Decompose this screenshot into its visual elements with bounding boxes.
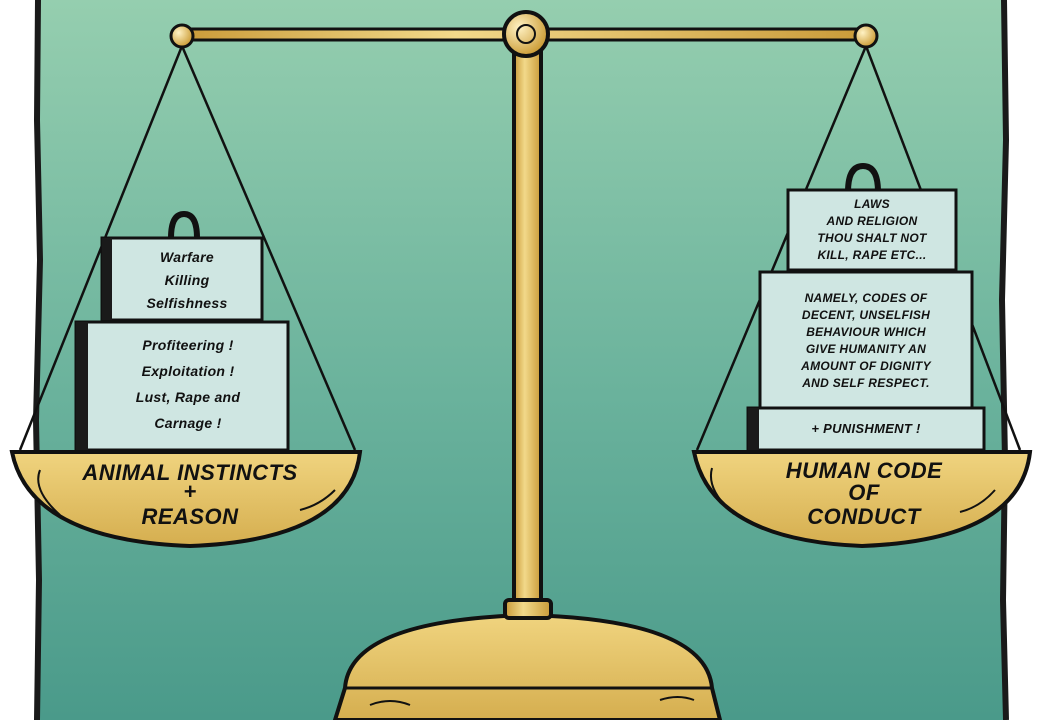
right-pan-label-line-3: CONDUCT [807,504,922,529]
left-weight-bottom: Profiteering ! Exploitation ! Lust, Rape… [76,322,288,450]
beam-knob-right [855,25,877,47]
beam-knob-left [171,25,193,47]
right-middle-weight-line-5: AMOUNT OF DIGNITY [800,359,931,373]
right-pan-label-line-2: OF [848,480,880,505]
beam-pivot-knob [504,12,548,56]
left-top-weight-line-2: Killing [165,272,210,288]
panel-border-right [1002,0,1006,720]
left-top-weight-line-3: Selfishness [146,295,227,311]
left-pan-label-line-3: REASON [141,504,239,529]
panel-border-left [36,0,40,720]
right-top-weight-line-1: LAWS [854,197,890,211]
right-top-weight-line-3: THOU SHALT NOT [817,231,928,245]
right-middle-weight-line-1: NAMELY, CODES OF [805,291,928,305]
right-top-weight-line-2: AND RELIGION [826,214,918,228]
right-middle-weight-line-4: GIVE HUMANITY AN [806,342,926,356]
right-middle-weight-line-3: BEHAVIOUR WHICH [806,325,926,339]
left-pan-label-line-2: + [183,479,196,504]
right-middle-weight-line-6: AND SELF RESPECT. [801,376,930,390]
right-weight-bottom: + PUNISHMENT ! [748,408,984,450]
left-top-weight-line-1: Warfare [160,249,214,265]
right-bottom-weight-line-1: + PUNISHMENT ! [811,421,921,436]
left-bottom-weight-line-1: Profiteering ! [142,337,233,353]
left-bottom-weight-line-2: Exploitation ! [142,363,235,379]
right-middle-weight-line-2: DECENT, UNSELFISH [802,308,930,322]
left-bottom-weight-line-4: Carnage ! [154,415,221,431]
right-weight-middle: NAMELY, CODES OF DECENT, UNSELFISH BEHAV… [760,272,972,408]
left-bottom-weight-line-3: Lust, Rape and [136,389,241,405]
right-top-weight-line-4: KILL, RAPE ETC... [817,248,926,262]
